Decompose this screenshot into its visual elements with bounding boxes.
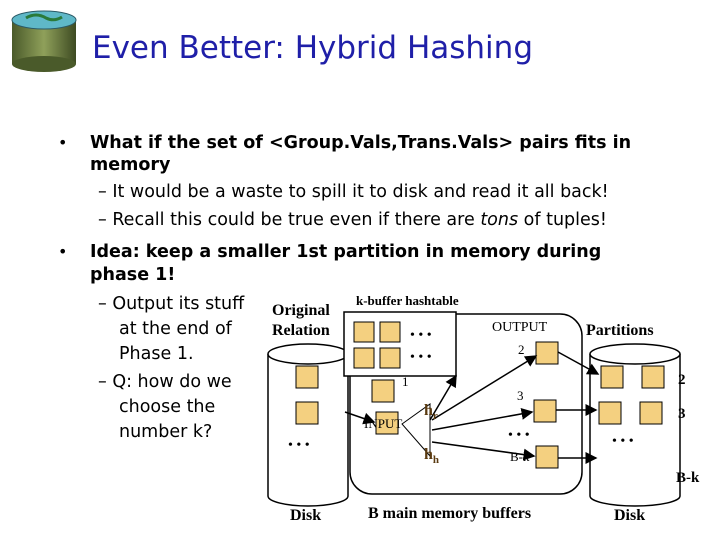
bullet2-sub2-l3: number k? — [119, 422, 213, 442]
disk-right-icon — [589, 343, 681, 507]
bullet2-sub1-l2: at the end of — [119, 319, 232, 339]
buffer-2-label: 2 — [518, 342, 525, 357]
buffer-bk-label: B-k — [510, 449, 530, 464]
bullet1-line1: What if the set of <Group.Vals,Trans.Val… — [90, 133, 632, 153]
database-logo-icon — [11, 10, 77, 72]
input-label: INPUT — [364, 416, 403, 431]
buffer-1-label: 1 — [402, 374, 409, 389]
bullet2-sub2-l2: choose the — [119, 397, 216, 417]
original-label: Original — [272, 302, 330, 319]
kbuffer-label: k-buffer hashtable — [356, 293, 459, 308]
disk-left-label: Disk — [290, 507, 322, 524]
disk-left-icon — [267, 343, 349, 507]
bullet2-sub2-l1: – Q: how do we — [98, 372, 232, 392]
buffer-3-label: 3 — [517, 388, 524, 403]
bullet1-sub2: – Recall this could be true even if ther… — [98, 210, 607, 230]
partitions-label: Partitions — [586, 322, 654, 339]
disk-right-dots: • • • — [612, 434, 634, 449]
bullet1-line2: memory — [90, 155, 171, 175]
partition-3-label: 3 — [678, 406, 686, 422]
disk-right-label: Disk — [614, 507, 646, 524]
partition-2-label: 2 — [678, 372, 686, 388]
bullet2-line2: phase 1! — [90, 265, 176, 285]
hash-r-label: hr — [424, 402, 438, 423]
bullet2-sub1-l3: Phase 1. — [119, 344, 194, 364]
hash-h-label: hh — [424, 446, 440, 467]
bullet-icon: • — [58, 242, 68, 261]
relation-label: Relation — [272, 322, 330, 339]
buffer-dots: • • • — [508, 428, 530, 443]
main-memory-label: B main memory buffers — [368, 505, 532, 522]
hashtable-dots: • • • — [410, 328, 432, 343]
partition-bk-label: B-k — [676, 470, 700, 486]
bullet2-sub1-l1: – Output its stuff — [98, 294, 245, 314]
disk-left-dots: • • • — [288, 438, 310, 453]
bullet-icon: • — [58, 133, 68, 152]
output-label: OUTPUT — [492, 320, 548, 335]
bullet2-line1: Idea: keep a smaller 1st partition in me… — [90, 242, 602, 262]
bullet1-sub1: – It would be a waste to spill it to dis… — [98, 182, 609, 202]
slide-title: Even Better: Hybrid Hashing — [92, 30, 533, 66]
hashtable-dots: • • • — [410, 350, 432, 365]
